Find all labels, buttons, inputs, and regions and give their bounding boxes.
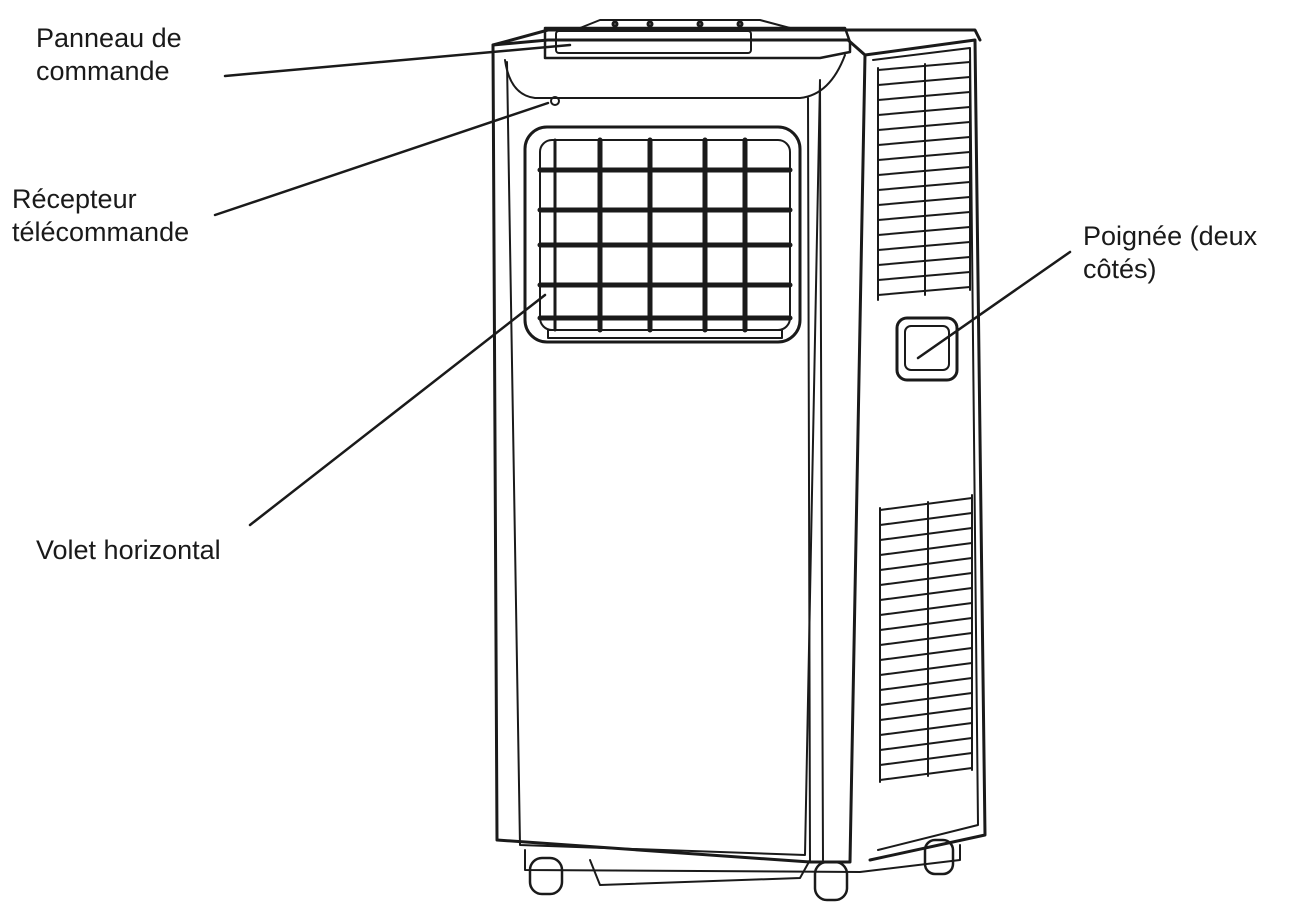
remote-receiver-dot	[550, 96, 560, 106]
leader-line-handle	[916, 250, 1072, 360]
label-control-panel: Panneau de commande	[36, 23, 182, 86]
leader-line-horizontal-louver	[248, 293, 547, 527]
side-handle	[895, 316, 959, 382]
label-remote-receiver: Récepteur télécommande	[12, 184, 190, 247]
wheels	[528, 838, 955, 902]
leader-line-control-panel	[223, 43, 572, 78]
leader-line-remote-receiver	[213, 101, 550, 217]
label-horizontal-louver: Volet horizontal	[36, 535, 221, 565]
unit-body	[491, 28, 987, 873]
control-panel	[543, 19, 852, 60]
front-grille	[523, 125, 802, 344]
side-vent-upper	[877, 59, 971, 301]
side-vent-lower	[879, 494, 973, 783]
leader-lines	[213, 43, 1072, 527]
label-handle: Poignée (deux côtés)	[1083, 221, 1258, 284]
